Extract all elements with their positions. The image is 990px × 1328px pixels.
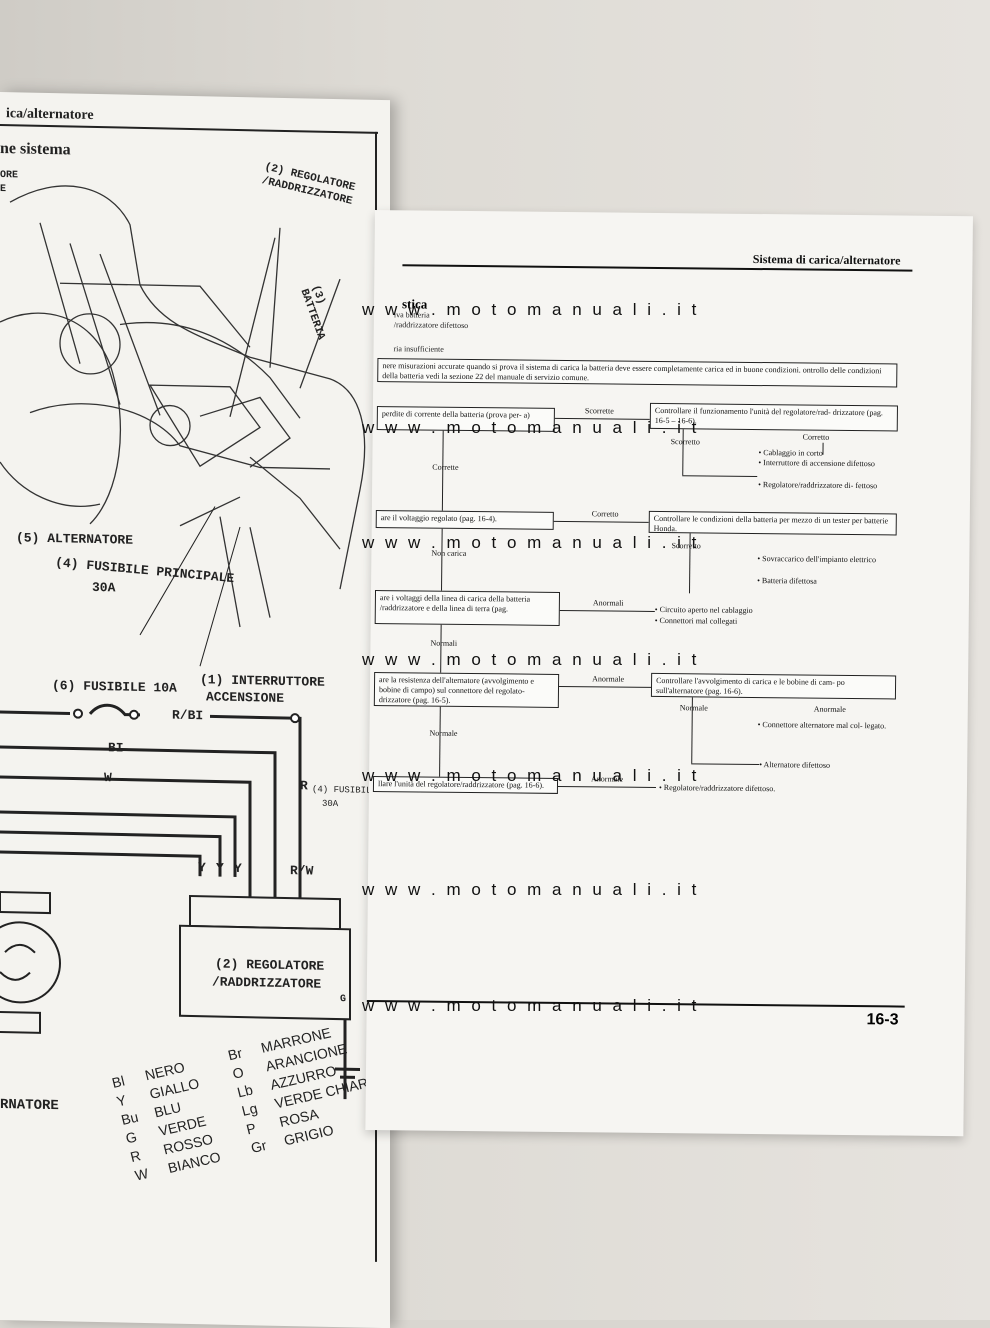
label-corrette: Corrette bbox=[432, 462, 459, 472]
result-3-b: • Connettori mal collegati bbox=[654, 615, 738, 626]
connector bbox=[691, 697, 693, 764]
step-3-box: are i voltaggi della linea di carica del… bbox=[374, 590, 561, 626]
connector bbox=[559, 609, 655, 612]
step-4-box: are la resistenza dell'alternatore (avvo… bbox=[373, 672, 560, 708]
left-page: ica/alternatore ne sistema ORE E (2) REG… bbox=[0, 92, 390, 1328]
label-fusibile-10a: (6) FUSIBILE 10A bbox=[52, 678, 177, 696]
right-page-header: Sistema di carica/alternatore bbox=[752, 251, 901, 268]
label-normale-1: Normale bbox=[679, 703, 708, 713]
connector bbox=[559, 685, 652, 688]
left-page-subtitle: ne sistema bbox=[0, 140, 71, 159]
result-1-c: • Regolatore/raddrizzatore di- fettoso bbox=[758, 480, 878, 491]
step-2-right-box: Controllare le condizioni della batteria… bbox=[648, 510, 897, 536]
symptom-3: ria insufficiente bbox=[393, 344, 444, 354]
label-partial: ORE bbox=[0, 170, 19, 182]
label-scorrette: Scorrette bbox=[584, 406, 614, 416]
label-normali: Normali bbox=[430, 638, 458, 648]
label-anormali: Anormali bbox=[592, 598, 624, 608]
wire-label-g: G bbox=[340, 994, 347, 1006]
watermark-2: w w w . m o t o m a n u a l i . i t bbox=[362, 418, 700, 437]
label-scorretto-1: Scorretto bbox=[670, 437, 700, 447]
wire-label-rw: R/W bbox=[290, 863, 314, 879]
label-corretto-1: Corretto bbox=[802, 432, 830, 442]
label-partial-2: E bbox=[0, 184, 7, 196]
wiring-diagram bbox=[0, 703, 360, 1100]
label-alternatore-bottom: RNATORE bbox=[0, 1097, 59, 1115]
header-rule bbox=[0, 124, 378, 134]
label-fusibile-p-amp: 30A bbox=[322, 798, 339, 810]
label-anormale-1: Anormale bbox=[592, 674, 625, 684]
connector bbox=[691, 763, 760, 766]
left-page-header: ica/alternatore bbox=[6, 106, 94, 123]
wire-label-y1: Y bbox=[198, 860, 206, 876]
label-alternatore: (5) ALTERNATORE bbox=[16, 530, 134, 548]
result-2-b: • Batteria difettosa bbox=[757, 576, 817, 586]
label-fusibile-principale-amp: 30A bbox=[92, 579, 116, 596]
result-1-b: • Interruttore di accensione difettoso bbox=[758, 458, 875, 469]
watermark-7: w w w . m o t o m a n u a l i . i t bbox=[362, 996, 700, 1015]
connector bbox=[682, 475, 758, 478]
result-4-b: • Alternatore difettoso bbox=[759, 760, 831, 770]
watermark-1: w w w . m o t o m a n u a l i . i t bbox=[362, 300, 700, 319]
result-2-a: • Sovraccarico dell'impianto elettrico bbox=[757, 554, 877, 565]
symptom-2: /raddrizzatore difettoso bbox=[393, 320, 469, 330]
motorcycle-illustration bbox=[0, 185, 366, 667]
label-normale-2: Normale bbox=[429, 728, 458, 738]
page-number: 16-3 bbox=[866, 1011, 899, 1029]
connector bbox=[557, 785, 656, 788]
watermark-5: w w w . m o t o m a n u a l i . i t bbox=[362, 766, 700, 785]
label-raddrizzatore-box: /RADDRIZZATORE bbox=[212, 974, 322, 992]
label-regolatore-box: (2) REGOLATORE bbox=[215, 956, 325, 974]
intro-note-box: nere misurazioni accurate quando si prov… bbox=[377, 358, 898, 388]
label-corretto-2: Corretto bbox=[591, 509, 619, 519]
step-2-box: are il voltaggio regolato (pag. 16-4). bbox=[375, 510, 554, 530]
wire-label-w: W bbox=[104, 770, 112, 786]
wire-label-y3: Y bbox=[234, 860, 242, 877]
wire-label-y2: Y bbox=[216, 860, 224, 876]
watermark-4: w w w . m o t o m a n u a l i . i t bbox=[362, 650, 700, 669]
wire-label-bl: BI bbox=[108, 740, 124, 756]
wire-label-r: R bbox=[300, 778, 308, 794]
watermark-6: w w w . m o t o m a n u a l i . i t bbox=[362, 880, 700, 899]
result-4-a: • Connettore alternatore mal col- legato… bbox=[757, 720, 887, 731]
label-interruttore: (1) INTERRUTTORE bbox=[200, 672, 325, 690]
label-anormale-2: Anormale bbox=[813, 704, 846, 714]
label-accensione: ACCENSIONE bbox=[206, 689, 285, 706]
connector bbox=[553, 520, 649, 523]
connector bbox=[441, 430, 444, 521]
wire-label-rbl: R/BI bbox=[172, 707, 204, 724]
watermark-3: w w w . m o t o m a n u a l i . i t bbox=[362, 533, 700, 552]
step-4-right-box: Controllare l'avvolgimento di carica e l… bbox=[650, 672, 897, 700]
